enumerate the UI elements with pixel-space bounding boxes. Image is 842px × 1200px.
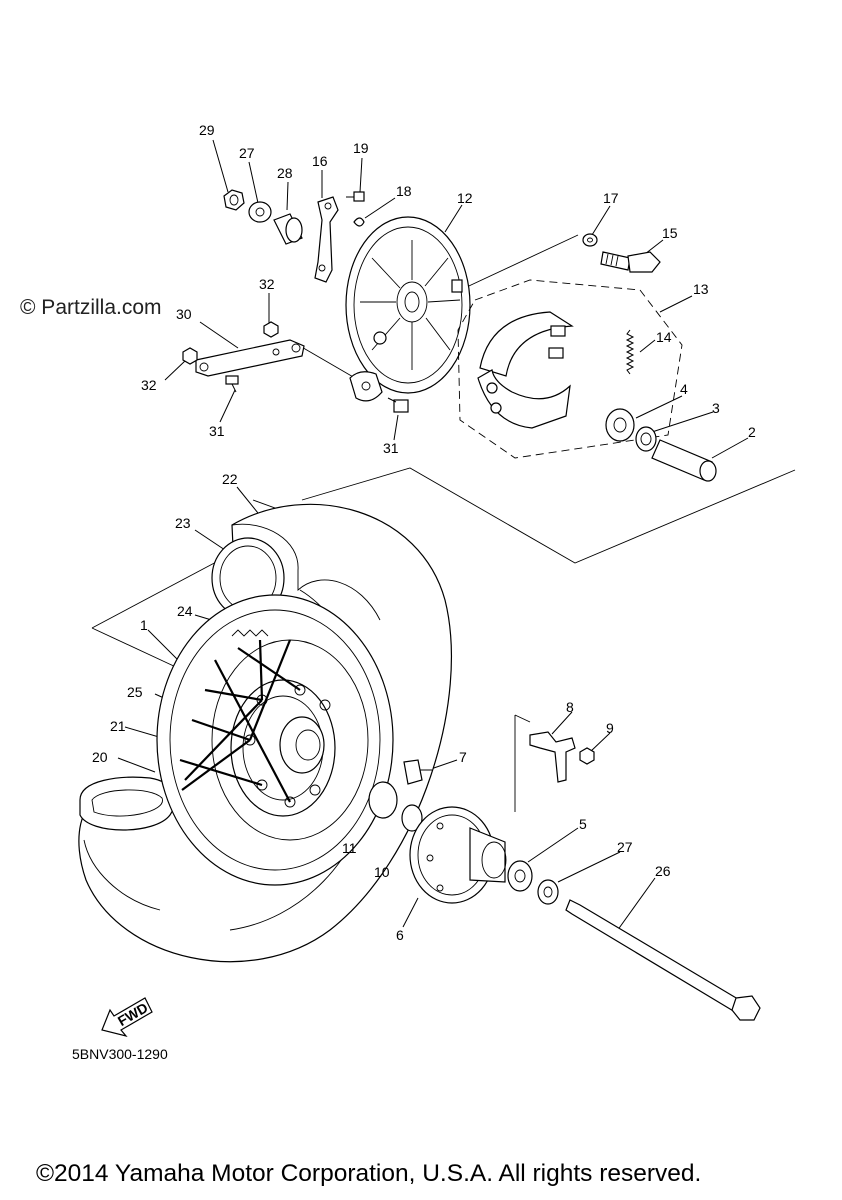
callout-30: 30 xyxy=(176,306,192,322)
callout-22: 22 xyxy=(222,471,238,487)
bearing-5 xyxy=(507,860,533,892)
callout-3: 3 xyxy=(712,400,720,416)
callout-8: 8 xyxy=(566,699,574,715)
clutch-hub-6 xyxy=(409,806,507,904)
nut-9 xyxy=(579,747,595,765)
brake-shoe-kit-13 xyxy=(457,279,683,459)
drawing-code: 5BNV300-1290 xyxy=(72,1046,168,1062)
callout-21: 21 xyxy=(110,718,126,734)
callout-24: 24 xyxy=(177,603,193,619)
axle-26 xyxy=(565,899,761,1021)
callout-2: 2 xyxy=(748,424,756,440)
nut-32-upper xyxy=(263,321,279,338)
collar-7 xyxy=(403,759,432,785)
callout-25: 25 xyxy=(127,684,143,700)
callout-numbers: 29 27 28 16 19 18 12 17 15 32 30 13 14 3… xyxy=(92,122,756,943)
nut-29 xyxy=(223,189,245,211)
callout-18: 18 xyxy=(396,183,412,199)
callout-31: 31 xyxy=(383,440,399,456)
callout-20: 20 xyxy=(92,749,108,765)
wheel-assembly-1 xyxy=(156,594,394,886)
cam-lever-16 xyxy=(314,196,339,283)
callout-32: 32 xyxy=(259,276,275,292)
washer-27-bottom xyxy=(537,879,559,905)
callout-32: 32 xyxy=(141,377,157,393)
callout-29: 29 xyxy=(199,122,215,138)
seal-3 xyxy=(635,426,657,452)
callout-12: 12 xyxy=(457,190,473,206)
collar-28 xyxy=(273,213,303,245)
watermark-text: © Partzilla.com xyxy=(20,296,162,319)
callout-1: 1 xyxy=(140,617,148,633)
callout-11: 11 xyxy=(342,840,357,856)
copyright-text: ©2014 Yamaha Motor Corporation, U.S.A. A… xyxy=(36,1160,702,1187)
clip-18 xyxy=(353,217,365,227)
callout-10: 10 xyxy=(374,864,390,880)
callout-7: 7 xyxy=(459,749,467,765)
o-ring-10 xyxy=(401,804,423,832)
brake-plate-12 xyxy=(345,216,471,402)
callout-13: 13 xyxy=(693,281,709,297)
nut-32-lower xyxy=(182,347,198,365)
torque-arm-30 xyxy=(195,339,305,377)
washer-17 xyxy=(582,233,598,247)
washer-27-top xyxy=(248,201,272,223)
callout-19: 19 xyxy=(353,140,369,156)
callout-27: 27 xyxy=(239,145,255,161)
callout-27: 27 xyxy=(617,839,633,855)
callout-9: 9 xyxy=(606,720,614,736)
callout-28: 28 xyxy=(277,165,293,181)
callout-4: 4 xyxy=(680,381,688,397)
spacer-2 xyxy=(651,439,717,482)
bolt-31-right xyxy=(387,397,409,413)
cam-shaft-15 xyxy=(600,251,661,273)
callout-17: 17 xyxy=(603,190,619,206)
callout-23: 23 xyxy=(175,515,191,531)
bracket-8 xyxy=(529,731,576,783)
callout-5: 5 xyxy=(579,816,587,832)
callout-15: 15 xyxy=(662,225,678,241)
callout-26: 26 xyxy=(655,863,671,879)
bearing-4 xyxy=(605,408,635,442)
callout-31: 31 xyxy=(209,423,225,439)
o-ring-11 xyxy=(368,781,398,819)
fwd-arrow-icon: FWD xyxy=(101,997,153,1038)
bolt-31-left xyxy=(225,375,239,393)
rim-band-20 xyxy=(79,776,176,831)
callout-14: 14 xyxy=(656,329,672,345)
callout-16: 16 xyxy=(312,153,328,169)
bolt-19 xyxy=(346,191,365,202)
callout-6: 6 xyxy=(396,927,404,943)
spring-14 xyxy=(625,329,635,375)
